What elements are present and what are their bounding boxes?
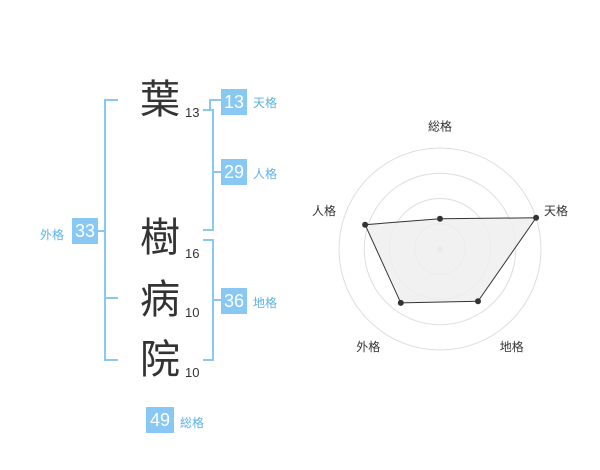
- radar-axis-label-5: 人格: [312, 203, 336, 218]
- name-char-2: 樹: [140, 215, 180, 261]
- chikaku-label: 地格: [253, 296, 278, 310]
- name-char-4: 院: [140, 337, 180, 383]
- name-char-1: 葉: [140, 77, 180, 123]
- tenkaku-label: 天格: [253, 96, 278, 110]
- chikaku-value: 36: [221, 288, 247, 314]
- name-char-3: 病: [140, 277, 180, 323]
- tenkaku-value: 13: [221, 89, 247, 115]
- soukaku-label: 総格: [180, 416, 205, 430]
- jinkaku-value: 29: [221, 159, 247, 185]
- stroke-count-1: 13: [185, 105, 200, 120]
- radar-axis-label-3: 地格: [500, 339, 524, 354]
- stroke-count-2: 16: [185, 246, 200, 261]
- radar-grid-ring: [338, 147, 542, 351]
- radar-points: [362, 214, 540, 306]
- stroke-count-4: 10: [185, 365, 200, 380]
- radar-axis-label-2: 天格: [544, 203, 568, 218]
- radar-area: [364, 217, 538, 304]
- jinkaku-bracket: [203, 109, 214, 231]
- radar-grid-ring: [363, 172, 517, 326]
- gaikaku-value: 33: [72, 218, 98, 244]
- radar-point-1: [437, 215, 443, 222]
- radar-point-5: [362, 221, 369, 228]
- soukaku-value: 49: [146, 407, 174, 433]
- stroke-count-3: 10: [185, 305, 200, 320]
- radar-axis-label-1: 総格: [428, 119, 452, 134]
- jinkaku-label: 人格: [253, 167, 278, 181]
- gaikaku-label: 外格: [40, 228, 65, 242]
- radar-point-4: [397, 299, 404, 306]
- radar-point-3: [475, 298, 481, 305]
- radar-point-2: [533, 214, 540, 221]
- radar-axis-label-4: 外格: [356, 339, 380, 354]
